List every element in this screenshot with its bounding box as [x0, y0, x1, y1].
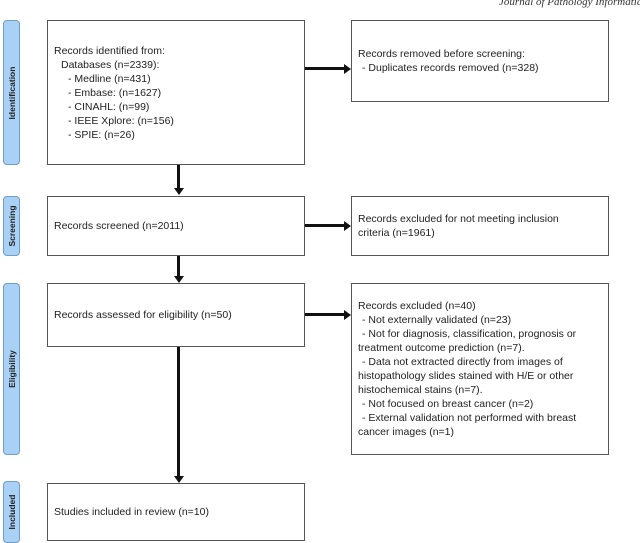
box-records-identified: Records identified from: Databases (n=23… [47, 20, 305, 165]
arrow-down-icon [173, 347, 184, 483]
box-line: Records removed before screening: [358, 48, 525, 60]
box-records-excluded-screening: Records excluded for not meeting inclusi… [351, 196, 609, 256]
journal-header: Journal of Pathology Informatics [499, 0, 640, 8]
box-line: Records excluded (n=40) [358, 300, 476, 312]
box-line: histochemical stains (n=7). [358, 384, 483, 396]
arrow-right-icon [305, 309, 351, 320]
stage-label: Identification [6, 66, 17, 119]
box-line: Records excluded for not meeting inclusi… [358, 213, 559, 225]
arrow-right-icon [305, 220, 351, 231]
box-studies-included: Studies included in review (n=10) [47, 483, 305, 541]
box-line: Records assessed for eligibility (n=50) [54, 309, 232, 321]
arrow-right-icon [305, 63, 351, 74]
box-line: treatment outcome prediction (n=7). [358, 342, 525, 354]
box-line: - CINAHL: (n=99) [68, 100, 150, 113]
box-line: - Duplicates records removed (n=328) [362, 62, 539, 74]
box-line: - SPIE: (n=26) [68, 128, 135, 141]
box-line: - Not externally validated (n=23) [362, 314, 512, 326]
stage-identification: Identification [3, 20, 20, 165]
stage-screening: Screening [3, 196, 20, 256]
box-line: Records screened (n=2011) [54, 220, 184, 232]
box-line: histopathology slides stained with H/E o… [358, 370, 574, 382]
box-records-screened: Records screened (n=2011) [47, 196, 305, 256]
box-line: criteria (n=1961) [358, 227, 435, 239]
box-records-excluded-eligibility: Records excluded (n=40) - Not externally… [351, 283, 609, 455]
stage-included: Included [3, 481, 20, 543]
stage-label: Eligibility [6, 350, 17, 388]
box-line: - Not for diagnosis, classification, pro… [362, 328, 577, 340]
box-records-removed: Records removed before screening: - Dupl… [351, 20, 609, 102]
box-line: - Not focused on breast cancer (n=2) [362, 398, 534, 410]
box-line: Databases (n=2339): [61, 58, 160, 71]
box-line: - Embase: (n=1627) [68, 86, 162, 99]
box-records-assessed: Records assessed for eligibility (n=50) [47, 283, 305, 347]
box-line: Records identified from: [54, 44, 165, 57]
arrow-down-icon [173, 256, 184, 283]
box-line: Studies included in review (n=10) [54, 506, 209, 518]
box-line: cancer images (n=1) [358, 426, 455, 438]
stage-label: Screening [6, 205, 17, 247]
box-line: - External validation not performed with… [362, 412, 577, 424]
box-line: - Data not extracted directly from image… [362, 356, 563, 368]
stage-label: Included [6, 494, 17, 530]
box-line: - IEEE Xplore: (n=156) [68, 114, 174, 127]
box-line: - Medline (n=431) [68, 72, 151, 85]
stage-eligibility: Eligibility [3, 283, 20, 455]
arrow-down-icon [173, 165, 184, 195]
